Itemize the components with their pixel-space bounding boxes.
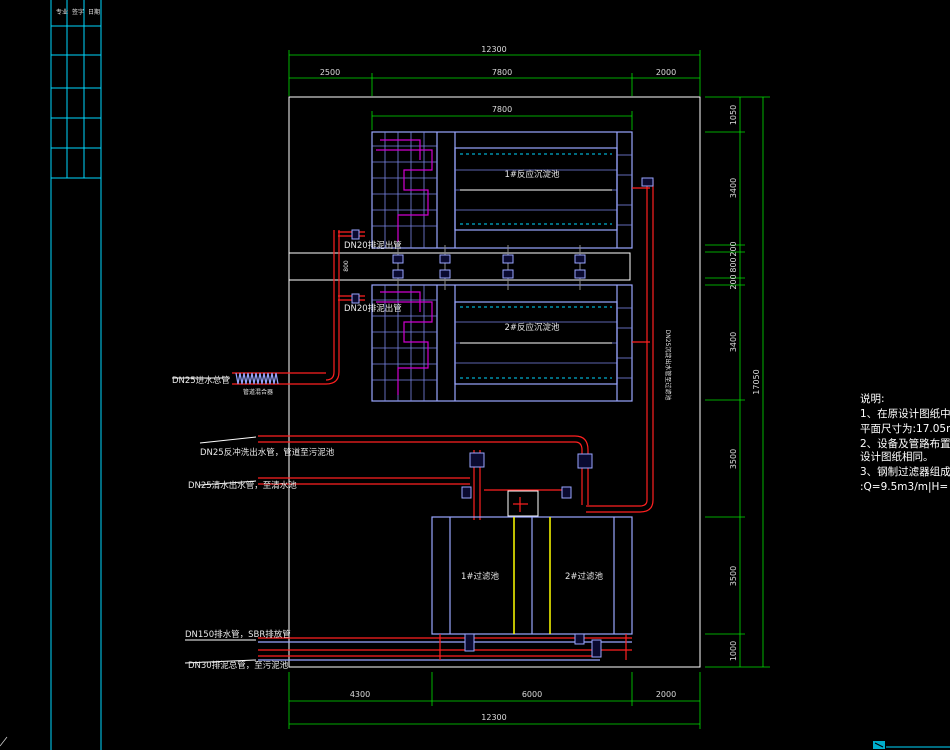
bottom-piping: [184, 633, 632, 664]
notes-line-5: 3、钢制过滤器组成水泵选: [860, 465, 950, 478]
filter-2-label: 2#过滤池: [565, 571, 604, 582]
building-outline: [288, 96, 701, 668]
notes-line-6: :Q=9.5m3/m|H=: [860, 481, 948, 493]
dim-right-total: 17050: [752, 369, 761, 394]
notes: 说明: 1、在原设计图纸中混凝土井 平面尺寸为:17.05m*1 2、设备及管路…: [860, 392, 950, 493]
tank-2: [371, 284, 633, 402]
dim-bottom-2: 6000: [522, 690, 542, 699]
tank-2-label: 2#反应沉淀池: [504, 322, 560, 333]
title-block: 专业 签字 日期: [50, 0, 102, 750]
dim-corridor: 800: [343, 260, 350, 272]
filters: [431, 490, 633, 635]
dn25-inlet-label: DN25进水总管: [172, 375, 230, 386]
dim-top-3: 2000: [656, 68, 676, 77]
dn30-label: DN30排泥总管，至污泥池: [188, 660, 289, 671]
dim-right-3: 200: [729, 241, 738, 256]
dn150-label: DN150排水管，SBR排放管: [185, 629, 291, 640]
dim-top-2: 7800: [492, 68, 512, 77]
notes-heading: 说明:: [860, 392, 885, 405]
title-block-header-2: 签字: [72, 8, 84, 16]
dim-bottom-1: 4300: [350, 690, 370, 699]
dn20-upper-label: DN20排泥出管: [344, 240, 402, 251]
mixer-label: 管道混合器: [243, 388, 273, 396]
cursor-icon: [0, 736, 8, 747]
dim-right-6: 3400: [729, 332, 738, 352]
outlet-riser: [586, 177, 654, 513]
dim-right-9: 1000: [729, 641, 738, 661]
dn20-lower-label: DN20排泥出管: [344, 303, 402, 314]
tank-1-label: 1#反应沉淀池: [504, 169, 560, 180]
tank-1: [371, 131, 633, 249]
dim-inner-top: 7800: [492, 105, 512, 114]
dim-bottom-total: 12300: [481, 713, 506, 722]
dim-top-1: 2500: [320, 68, 340, 77]
vertical-pipe-label: DN25沉淀出水管至过滤池: [664, 330, 672, 401]
ucs-icon: [873, 741, 950, 749]
dim-bottom-3: 2000: [656, 690, 676, 699]
dn25-a-label: DN25反冲洗出水管，管道至污泥池: [200, 447, 335, 458]
notes-line-1: 1、在原设计图纸中混凝土井: [860, 407, 950, 420]
notes-line-2: 平面尺寸为:17.05m*1: [860, 422, 950, 435]
dim-top-total: 12300: [481, 45, 506, 54]
dim-right-5: 200: [729, 274, 738, 289]
dim-right-7: 3500: [729, 449, 738, 469]
dim-right-8: 3500: [729, 566, 738, 586]
dim-right-2: 3400: [729, 178, 738, 198]
title-block-header-3: 日期: [88, 8, 100, 16]
dn25-b-label: DN25清水出水管，至清水池: [188, 480, 297, 491]
dimension-lines: [288, 50, 770, 729]
filter-1-label: 1#过滤池: [461, 571, 500, 582]
dim-right-4: 800: [729, 257, 738, 272]
corridor: [288, 252, 631, 281]
corridor-valves: [392, 245, 586, 290]
title-block-header-1: 专业: [56, 8, 68, 16]
notes-line-4: 设计图纸相同。: [860, 450, 934, 463]
inlet-piping: [172, 229, 365, 385]
middle-piping: [199, 435, 593, 520]
notes-line-3: 2、设备及管路布置如左图所: [860, 437, 950, 450]
dim-right-1: 1050: [729, 105, 738, 125]
